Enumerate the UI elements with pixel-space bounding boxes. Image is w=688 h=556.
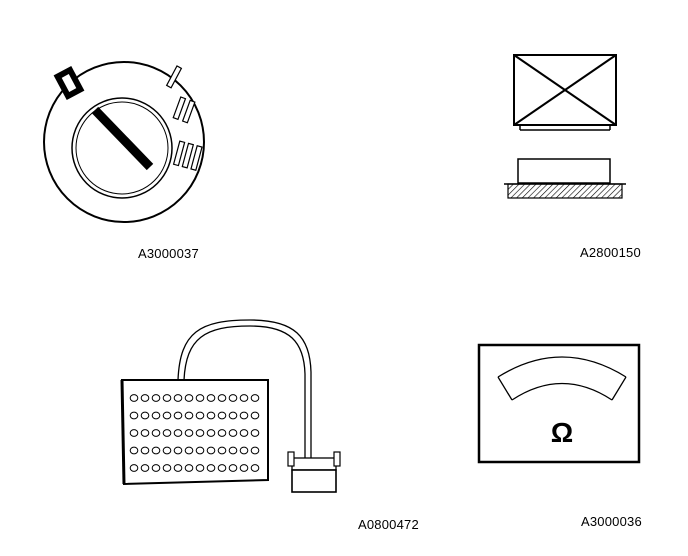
position-0-marker [53,65,85,101]
test-socket [250,411,260,420]
test-socket [184,394,194,402]
test-socket [151,446,161,455]
breakout-box-icon [120,319,341,493]
test-box [120,379,269,486]
test-socket [129,429,139,437]
test-socket [250,446,260,455]
test-socket [140,411,150,420]
test-socket [250,464,260,472]
test-socket [173,394,183,402]
test-socket [239,394,249,402]
test-socket [140,394,150,402]
caption-breakout-box: A0800472 [358,517,419,532]
position-ii-marker [172,96,196,124]
ohmmeter-figure: Ω [476,342,644,466]
test-socket [206,446,216,455]
test-socket [239,464,249,472]
test-socket [173,429,183,437]
test-socket [184,411,194,420]
test-socket [129,446,139,455]
test-socket [206,411,216,420]
key-slot [91,106,154,171]
test-socket [129,411,139,420]
adapter-cable [177,319,312,458]
mating-socket [504,158,626,199]
test-socket [228,446,238,455]
caption-ignition-switch: A3000037 [138,246,199,261]
test-socket [129,394,139,402]
connector-disconnect-icon [504,54,626,199]
ohm-symbol: Ω [551,417,573,448]
test-socket [162,446,172,455]
test-socket [195,446,205,455]
test-socket [173,411,183,420]
test-socket [195,394,205,402]
caption-disconnect-connector: A2800150 [580,245,641,260]
test-socket [206,429,216,437]
ohmmeter-icon: Ω [477,343,641,464]
test-socket [217,394,227,402]
position-i-marker [165,65,183,89]
test-socket [173,446,183,455]
test-socket [162,411,172,420]
test-socket [195,411,205,420]
test-socket [228,411,238,420]
test-socket [184,464,194,472]
test-socket [129,464,139,472]
test-socket [140,464,150,472]
test-socket [140,446,150,455]
test-socket [173,464,183,472]
test-socket [206,464,216,472]
meter-scale-arc [497,356,627,401]
test-socket [250,429,260,437]
test-socket [184,429,194,437]
test-socket [162,429,172,437]
position-iii-marker [172,140,203,171]
test-socket [151,411,161,420]
test-socket [228,394,238,402]
test-socket [140,429,150,437]
test-socket [228,429,238,437]
test-socket [217,411,227,420]
test-socket [217,446,227,455]
ignition-switch-icon [43,61,205,223]
test-socket [195,464,205,472]
test-socket [151,394,161,402]
caption-ohmmeter: A3000036 [581,514,642,529]
test-socket [250,394,260,402]
test-socket [228,464,238,472]
test-socket [217,464,227,472]
test-socket [217,429,227,437]
test-socket [239,446,249,455]
cable-connector-plug [287,451,341,493]
test-socket [151,429,161,437]
ignition-switch-figure [24,60,224,230]
test-socket [206,394,216,402]
test-socket [162,464,172,472]
test-socket [184,446,194,455]
test-socket [239,429,249,437]
test-socket [151,464,161,472]
test-socket [239,411,249,420]
unplugged-connector [513,54,617,131]
test-socket [195,429,205,437]
test-socket-grid [129,394,260,472]
test-socket [162,394,172,402]
breakout-box-figure [110,312,360,502]
disconnect-connector-figure [500,50,630,220]
